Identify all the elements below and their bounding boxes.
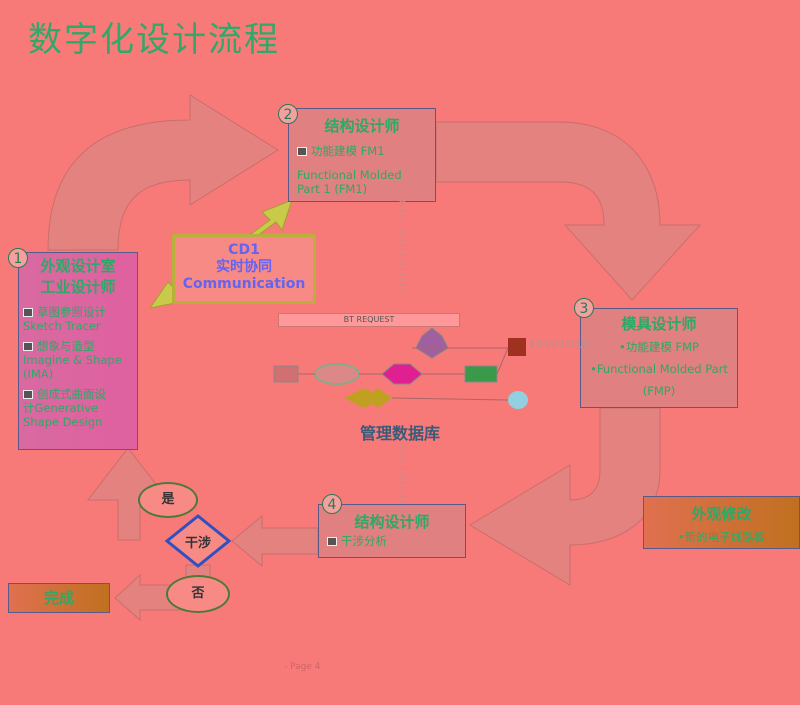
exterior-design-box: 外观设计室 工业设计师 草图参照设计 Sketch Tracer 想象与造型 I… xyxy=(18,252,138,450)
mold-item-3: (FMP) xyxy=(642,384,676,398)
doc-icon xyxy=(297,147,307,156)
binary-stream-top: 0101010101010 xyxy=(396,200,407,296)
structure-design-title: 结构设计师 xyxy=(324,117,400,135)
bt-request-bar: BT REQUEST xyxy=(278,313,460,327)
exterior-item-2: Sketch Tracer xyxy=(23,319,101,333)
exterior-item-1: 草图参照设计 xyxy=(37,305,106,319)
exterior-change-title: 外观修改 xyxy=(691,505,752,523)
cd1-communication: Communication xyxy=(182,276,306,292)
bt-request-label: BT REQUEST xyxy=(343,315,395,324)
binary-stream-right: 10101010 xyxy=(528,338,590,351)
structure-design-box: 结构设计师 功能建模 FM1 Functional Molded Part 1 … xyxy=(288,108,436,202)
step-number-4: 4 xyxy=(322,494,342,514)
exterior-change-box: 外观修改 •新的电子线路板 xyxy=(643,496,800,549)
binary-stream-bottom: 0101010101 xyxy=(396,442,407,516)
doc-icon xyxy=(23,308,33,317)
mold-design-title: 模具设计师 xyxy=(621,315,697,333)
database-diagram xyxy=(273,328,528,409)
cd1-label: CD1 xyxy=(228,242,260,258)
exterior-item-5: (IMA) xyxy=(23,367,54,381)
database-label: 管理数据库 xyxy=(360,424,441,443)
structure-item-1: 功能建模 FM1 xyxy=(311,144,385,158)
step-number-3: 3 xyxy=(574,298,594,318)
interference-item-1: 干涉分析 xyxy=(341,534,387,548)
step-number-2: 2 xyxy=(278,104,298,124)
page-title: 数字化设计流程 xyxy=(28,20,280,60)
exterior-change-item-1: •新的电子线路板 xyxy=(677,530,766,544)
decision-no: 否 xyxy=(166,575,230,613)
doc-icon xyxy=(327,537,337,546)
decision-interfere-label: 干涉 xyxy=(184,536,211,551)
exterior-design-title: 外观设计室 xyxy=(40,257,116,275)
exterior-item-6: 创成式曲面设 xyxy=(37,387,106,401)
cd1-box: CD1 实时协同 Communication xyxy=(172,234,316,304)
exterior-item-7: 计Generative xyxy=(23,401,99,415)
done-label: 完成 xyxy=(43,589,74,607)
decision-yes: 是 xyxy=(138,482,198,518)
mold-item-2: •Functional Molded Part xyxy=(590,362,728,376)
structure-item-3: Part 1 (FM1) xyxy=(297,182,368,196)
doc-icon xyxy=(23,342,33,351)
exterior-design-subtitle: 工业设计师 xyxy=(40,278,116,296)
mold-item-1: •功能建模 FMP xyxy=(619,340,699,354)
doc-icon xyxy=(23,390,33,399)
step-number-1: 1 xyxy=(8,248,28,268)
interference-box: 结构设计师 干涉分析 xyxy=(318,504,466,558)
exterior-item-3: 想象与造型 xyxy=(37,339,95,353)
exterior-item-4: Imagine & Shape xyxy=(23,353,122,367)
interference-title: 结构设计师 xyxy=(354,513,430,531)
exterior-item-8: Shape Design xyxy=(23,415,103,429)
mold-design-box: 模具设计师 •功能建模 FMP •Functional Molded Part … xyxy=(580,308,738,408)
structure-item-2: Functional Molded xyxy=(297,168,402,182)
decision-diamond xyxy=(164,514,232,568)
page-number: - Page 4 xyxy=(284,662,321,672)
cd1-subtitle: 实时协同 xyxy=(216,259,272,275)
done-box: 完成 xyxy=(8,583,110,613)
